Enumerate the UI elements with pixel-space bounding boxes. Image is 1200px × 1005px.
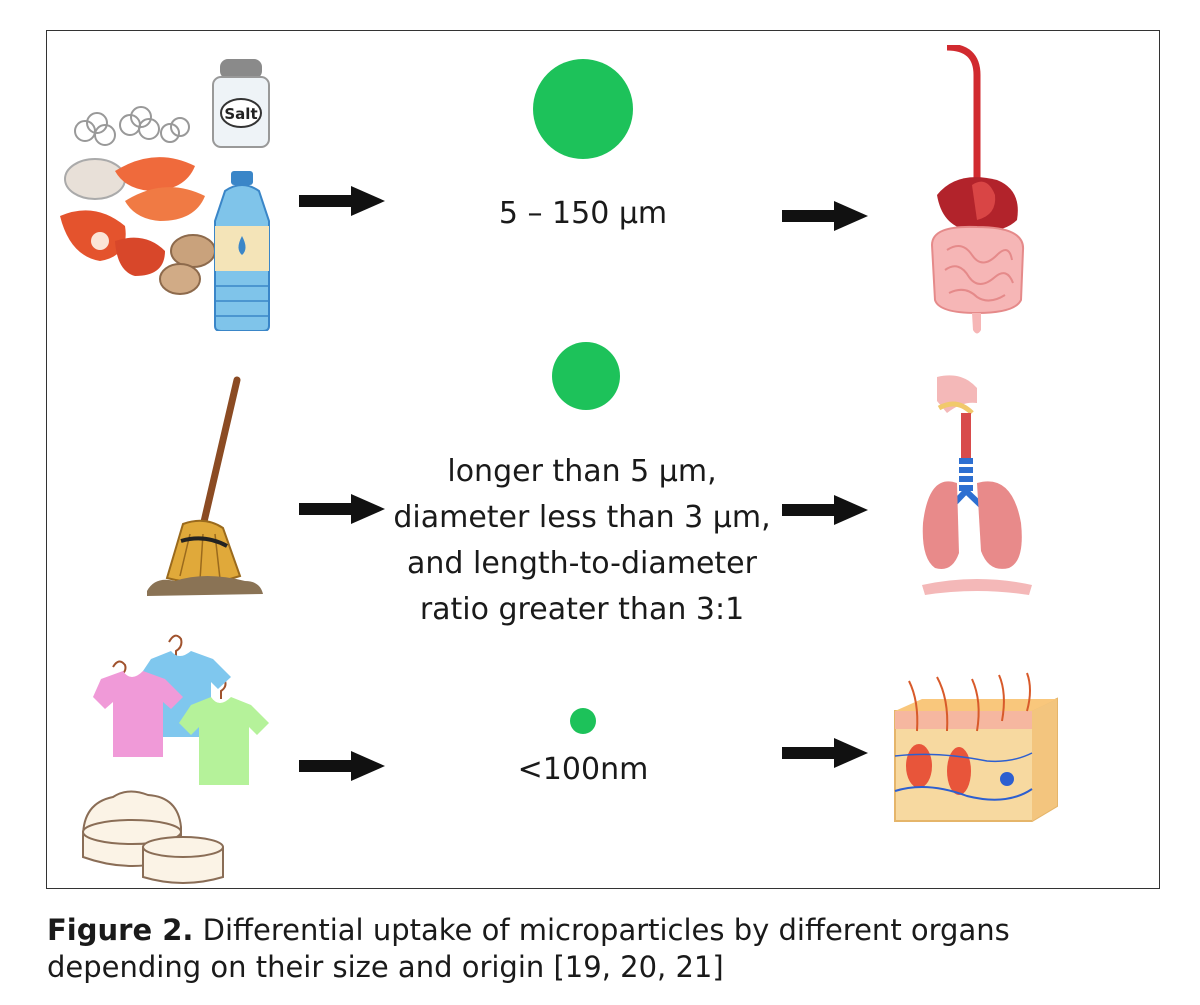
broom-illustration (147, 376, 263, 596)
size-line: ratio greater than 3:1 (419, 592, 745, 627)
digestive-system-illustration (930, 45, 1025, 334)
particle-large (533, 59, 633, 159)
size-label-row2: longer than 5 µm, diameter less than 3 µ… (377, 449, 787, 633)
size-label-row3: <100nm (517, 752, 649, 787)
particle-medium (552, 342, 620, 410)
cream-jar-icon (82, 790, 224, 884)
size-label-row1: 5 – 150 µm (498, 196, 668, 231)
arrow-icon (299, 751, 385, 781)
salt-shaker-icon: Salt (212, 59, 270, 148)
figure-frame: Salt (46, 30, 1160, 889)
size-line: longer than 5 µm, (447, 454, 717, 489)
size-line: diameter less than 3 µm, (393, 500, 771, 535)
arrow-icon (782, 201, 868, 231)
figure-label: Figure 2. (47, 913, 194, 947)
arrow-icon (782, 495, 868, 525)
squid-rings-icon (60, 210, 165, 276)
clothes-cream-illustration (82, 634, 269, 884)
figure-caption: Figure 2. Differential uptake of micropa… (47, 912, 1167, 986)
arrow-icon (299, 186, 385, 216)
arrow-icon (782, 738, 868, 768)
arrow-icon (299, 494, 385, 524)
caption-text: Differential uptake of microparticles by… (47, 913, 1010, 984)
shirt-pink (93, 671, 183, 757)
clam-icon (159, 234, 216, 295)
salt-label: Salt (224, 105, 257, 123)
skin-illustration (894, 672, 1058, 822)
food-water-illustration: Salt (60, 59, 270, 331)
oyster-icon (64, 158, 126, 200)
lungs-illustration (922, 375, 1032, 595)
size-line: and length-to-diameter (407, 546, 757, 581)
particle-small (570, 708, 596, 734)
steam-icon (74, 106, 190, 146)
water-bottle-icon (214, 171, 270, 331)
shrimp-icon (115, 157, 205, 221)
shirt-green (179, 697, 269, 785)
